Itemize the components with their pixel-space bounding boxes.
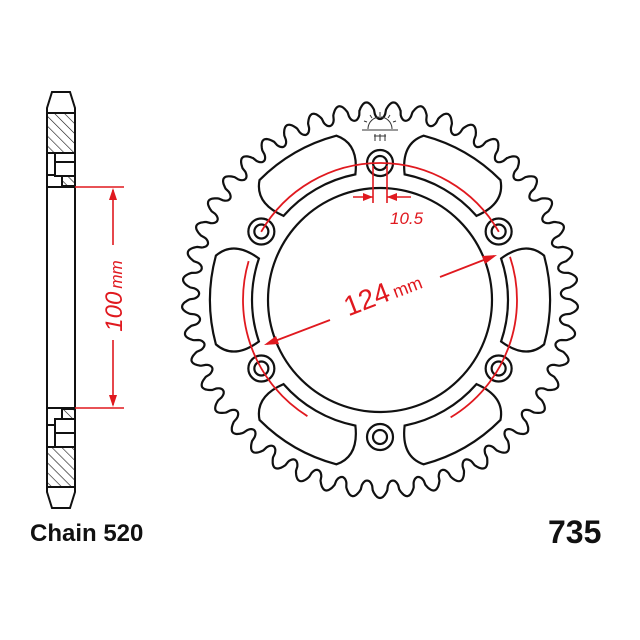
- lightening-slot: [257, 382, 357, 466]
- bolt-circle-dimension-label: 124mm: [339, 264, 425, 322]
- lightening-slot: [208, 247, 261, 353]
- lightening-slots: [208, 134, 552, 466]
- bolt-hole: [253, 223, 270, 240]
- sprocket-teeth-outline: [180, 101, 580, 500]
- bolt-hole: [484, 354, 513, 383]
- lightening-slot: [403, 382, 503, 466]
- bolt-hole: [490, 223, 507, 240]
- bolt-hole: [253, 360, 270, 377]
- bolt-hole: [365, 422, 395, 452]
- lightening-slot: [257, 134, 357, 218]
- part-number-label: 735: [548, 514, 602, 550]
- bolt-hole: [247, 354, 276, 383]
- bolt-hole-dimension-label: 10.5: [390, 209, 424, 228]
- side-view: [46, 91, 76, 509]
- manufacturer-logo: [362, 112, 398, 141]
- bolt-hole: [484, 217, 513, 246]
- bolt-hole: [247, 217, 276, 246]
- bolt-hole: [490, 360, 507, 377]
- chain-size-label: Chain 520: [30, 520, 144, 547]
- lightening-slot: [403, 134, 503, 218]
- bolt-hole-dimension: [353, 166, 411, 203]
- center-bore: [266, 186, 494, 414]
- hub-dimension: [75, 186, 124, 409]
- hub-dimension-label: 100mm: [101, 260, 128, 331]
- bolt-hole: [371, 428, 389, 446]
- lightening-slot: [499, 247, 552, 353]
- bolt-circle-dimension: [242, 162, 518, 419]
